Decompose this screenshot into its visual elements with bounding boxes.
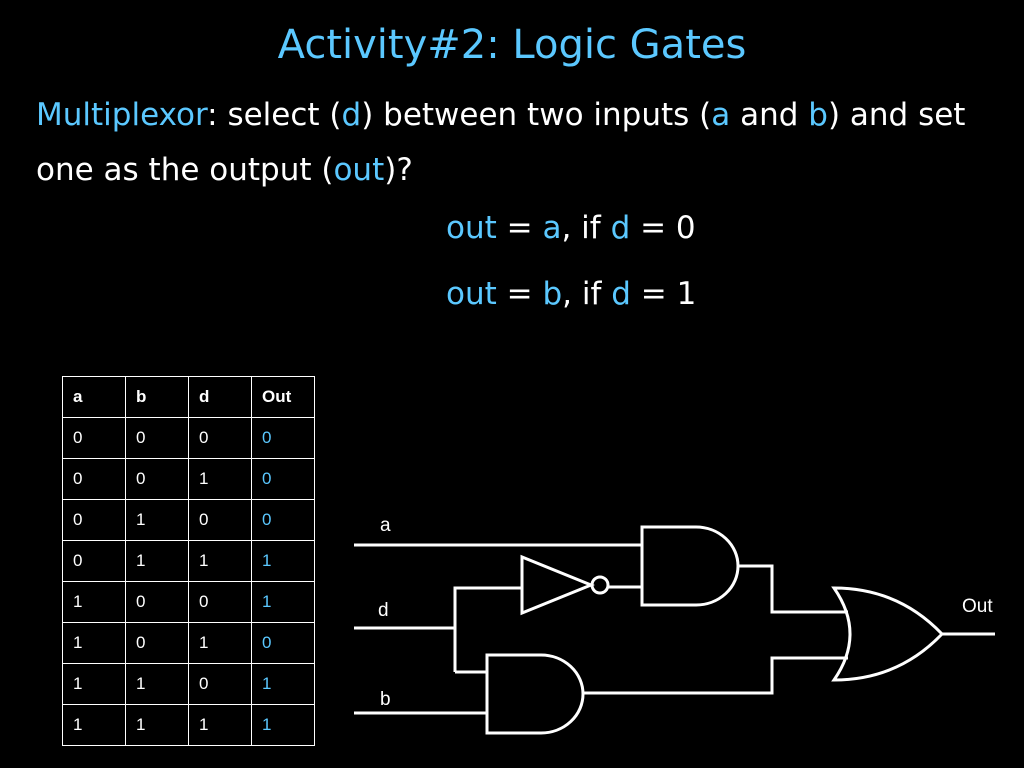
intro-text-2: ) between two inputs ( — [361, 97, 712, 133]
cell-b: 1 — [125, 540, 189, 582]
problem-statement: Multiplexor: select (d) between two inpu… — [36, 88, 1011, 198]
cell-a: 1 — [62, 704, 126, 746]
formula-equals: = — [496, 210, 543, 246]
formula-input: a — [542, 210, 562, 246]
formula-select: d — [610, 210, 631, 246]
cell-a: 0 — [62, 540, 126, 582]
formula-select: d — [611, 276, 631, 312]
input-var-b: b — [808, 97, 828, 133]
wire-d-split — [453, 586, 522, 672]
cell-out: 1 — [251, 581, 315, 623]
cell-out: 0 — [251, 458, 315, 500]
formula-select-b: out = b, if d = 1 — [446, 276, 696, 312]
cell-out: 1 — [251, 540, 315, 582]
and-gate-top — [640, 525, 740, 607]
intro-text-5: )? — [384, 152, 413, 188]
header-out: Out — [251, 376, 315, 418]
intro-text-4: ) and set one as the output ( — [36, 97, 966, 188]
cell-b: 1 — [125, 499, 189, 541]
cell-a: 1 — [62, 663, 126, 705]
cell-b: 0 — [125, 458, 189, 500]
formula-if: , if — [562, 276, 612, 312]
multiplexor-term: Multiplexor — [36, 97, 208, 133]
label-a: a — [380, 515, 391, 536]
formula-value: = 0 — [630, 210, 696, 246]
label-d: d — [378, 600, 389, 621]
cell-d: 0 — [188, 499, 252, 541]
formula-value: = 1 — [630, 276, 697, 312]
label-b: b — [380, 689, 391, 710]
cell-b: 0 — [125, 622, 189, 664]
and-gate-bottom — [485, 653, 585, 735]
not-gate — [520, 554, 595, 616]
output-var-out: out — [333, 152, 385, 188]
select-var-d: d — [341, 97, 362, 133]
cell-b: 0 — [125, 417, 189, 459]
intro-text-1: : select ( — [207, 97, 342, 133]
cell-d: 1 — [188, 458, 252, 500]
wire-and2-to-or — [583, 656, 848, 695]
cell-a: 1 — [62, 622, 126, 664]
cell-b: 1 — [125, 663, 189, 705]
cell-out: 1 — [251, 704, 315, 746]
formula-equals: = — [496, 276, 543, 312]
input-var-a: a — [711, 97, 731, 133]
formula-out: out — [446, 210, 497, 246]
formula-select-a: out = a, if d = 0 — [446, 210, 696, 246]
cell-b: 1 — [125, 704, 189, 746]
cell-a: 0 — [62, 458, 126, 500]
wire-and1-to-or — [738, 564, 848, 614]
cell-d: 0 — [188, 417, 252, 459]
cell-d: 0 — [188, 581, 252, 623]
formula-input: b — [542, 276, 563, 312]
cell-b: 0 — [125, 581, 189, 623]
slide-title: Activity#2: Logic Gates — [277, 22, 747, 68]
cell-a: 0 — [62, 499, 126, 541]
formula-if: , if — [561, 210, 611, 246]
not-gate-bubble — [590, 575, 610, 595]
intro-text-3: and — [730, 97, 809, 133]
label-out: Out — [962, 596, 993, 617]
or-gate — [831, 586, 945, 682]
formula-out: out — [446, 276, 497, 312]
